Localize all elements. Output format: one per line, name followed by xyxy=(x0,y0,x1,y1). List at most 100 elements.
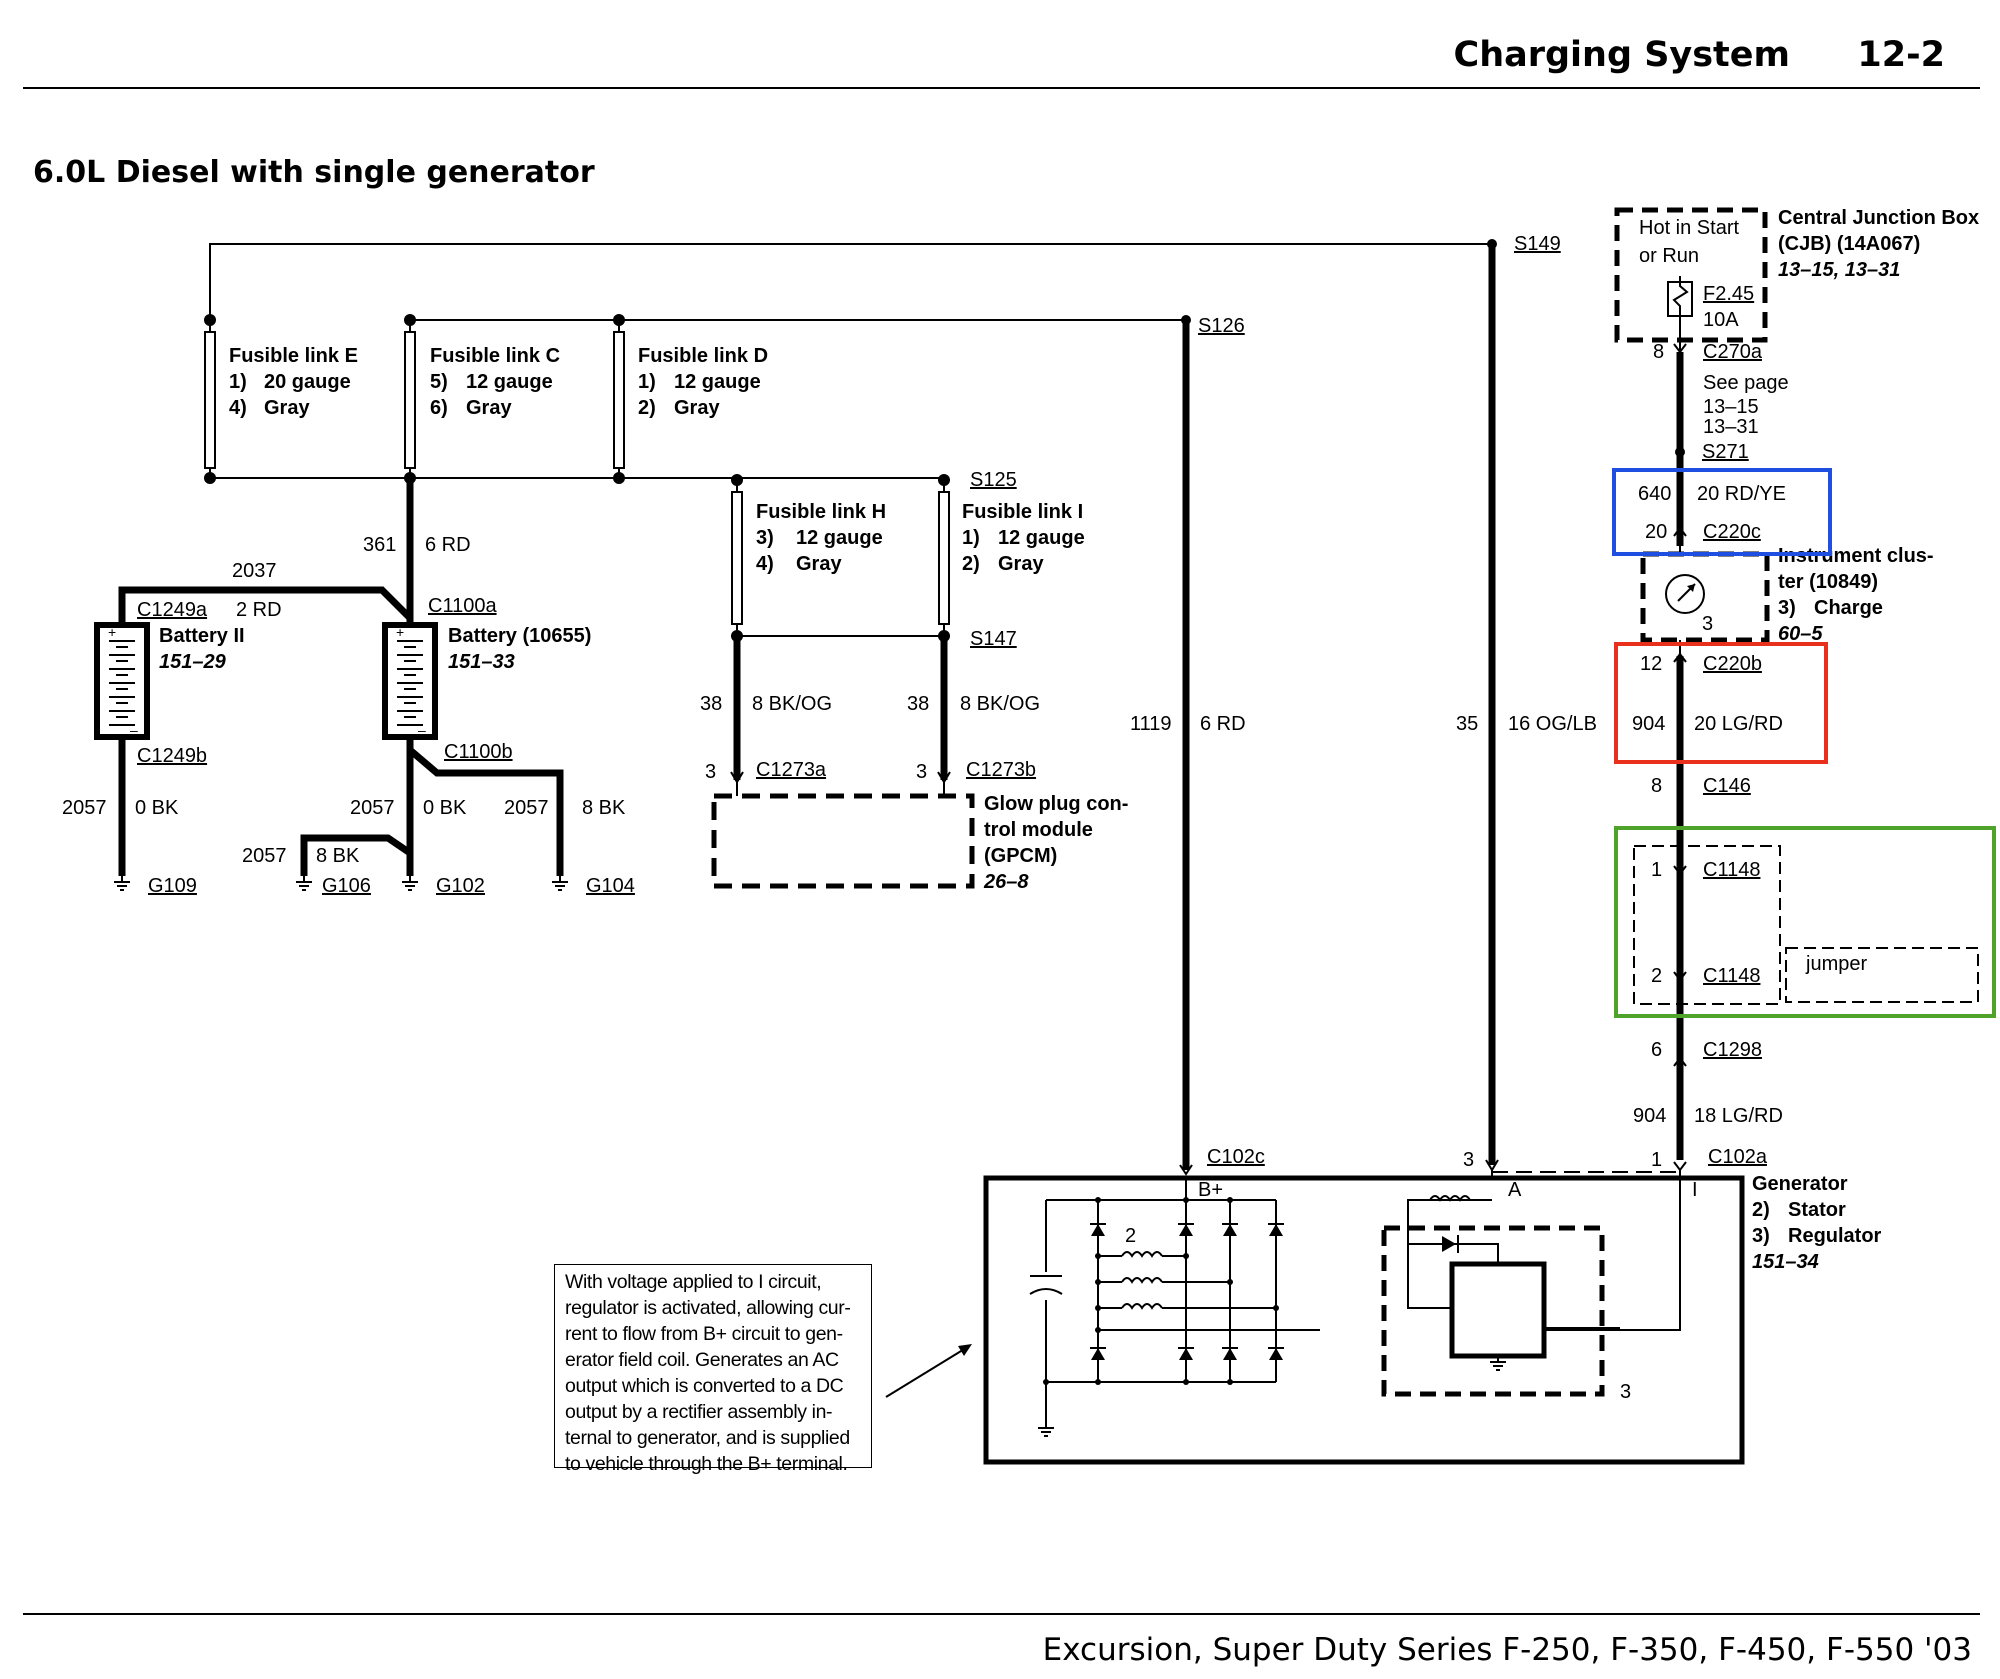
fusible_links-d-l1n-label: 1) xyxy=(638,371,656,393)
gpcm-wiring xyxy=(730,636,951,796)
wires-w2057_g104-circuit-label: 2057 xyxy=(504,797,549,819)
fusible-link-i-label: Fusible link I 1)12 gauge 2)Gray xyxy=(962,501,1085,575)
fusible_links-i-title-label: Fusible link I xyxy=(962,501,1083,523)
highlight-green xyxy=(1614,826,1996,1018)
wires-w1119-circuit-label: 1119 xyxy=(1130,713,1172,735)
fusible-link-h-label: Fusible link H 3)12 gauge 4)Gray xyxy=(756,501,886,575)
footer-text: Excursion, Super Duty Series F-250, F-35… xyxy=(1043,1632,1972,1668)
instrument-cluster: 3 Instrument clus- ter (10849) 3)Charge … xyxy=(1640,545,1934,645)
wire-35 xyxy=(1485,244,1499,1178)
splices-s126-label: S126 xyxy=(1198,315,1245,337)
gpcm-l1-label: Glow plug con- xyxy=(984,793,1128,815)
fusible_links-i-l2n-label: 2) xyxy=(962,553,980,575)
fusible_links-h-l2n-label: 4) xyxy=(756,553,774,575)
wires-w2057_g104-color-label: 8 BK xyxy=(582,797,626,819)
wires-w35-circuit-label: 35 xyxy=(1456,713,1478,735)
fusible-link-i xyxy=(938,480,950,636)
top-bus xyxy=(209,243,1492,637)
pins-c102a-label: 1 xyxy=(1651,1149,1662,1171)
cluster-pin-label: 3 xyxy=(1702,613,1713,635)
connectors-c1100b-label: C1100b xyxy=(444,741,513,763)
wires-w361-circuit-label: 361 xyxy=(363,534,396,556)
connectors-c102a-label: C102a xyxy=(1708,1146,1768,1168)
wires-w2037-circuit-label: 2037 xyxy=(232,560,277,582)
generator-l3-label: Regulator xyxy=(1788,1225,1882,1247)
splice-labels: S149 S126 S125 S147 S271 xyxy=(970,233,1749,650)
connectors-c146-label: C146 xyxy=(1703,775,1751,797)
connectors-c220b-label: C220b xyxy=(1703,653,1762,675)
fusible-link-e-label: Fusible link E 1)20 gauge 4)Gray xyxy=(229,345,358,419)
connectors-c1148a-label: C1148 xyxy=(1703,859,1760,881)
pins-c1148a-label: 1 xyxy=(1651,859,1662,881)
note-arrow xyxy=(885,1344,972,1398)
pins-c270a-label: 8 xyxy=(1653,341,1664,363)
rectifier-diodes: 2 xyxy=(1037,1197,1285,1437)
battery-main xyxy=(385,624,435,738)
splices-s271-label: S271 xyxy=(1702,441,1749,463)
right-wire-lower xyxy=(1673,640,1687,1178)
generator-a-label: A xyxy=(1508,1179,1522,1201)
wires-w35-color-label: 16 OG/LB xyxy=(1508,713,1597,735)
connectors-c1100a-label: C1100a xyxy=(428,595,497,617)
fusible_links-c-l2n-label: 6) xyxy=(430,397,448,419)
note-box: With voltage applied to I circuit, regul… xyxy=(554,1264,872,1475)
connectors-c1249a-label: C1249a xyxy=(137,599,208,621)
note-line: regulator is activated, allowing cur- xyxy=(565,1297,851,1319)
cjb-fuse-label: F2.45 xyxy=(1703,283,1754,305)
cluster-ref-label: 60–5 xyxy=(1778,623,1823,645)
battery-labels: 2037 2 RD 361 6 RD C1249a C1100a Battery… xyxy=(62,534,626,867)
fusible_links-e-l2n-label: 4) xyxy=(229,397,247,419)
ground-g106: G106 xyxy=(295,875,371,897)
generator-stator_num-label: 2 xyxy=(1125,1225,1136,1247)
right-wire-upper xyxy=(1673,322,1687,546)
wires-w2057_g109-circuit-label: 2057 xyxy=(62,797,107,819)
generator-name-label: Generator xyxy=(1752,1173,1848,1195)
grounds-g106-label: G106 xyxy=(322,875,371,897)
fusible_links-i-l1n-label: 1) xyxy=(962,527,980,549)
cjb-box: Hot in Start or Run F2.45 10A Central Ju… xyxy=(1614,207,1979,343)
gpcm-ref-label: 26–8 xyxy=(983,871,1029,893)
pins-c1273a-label: 3 xyxy=(705,761,716,783)
note-line: With voltage applied to I circuit, xyxy=(565,1271,822,1293)
connectors-c1273b-label: C1273b xyxy=(966,759,1036,781)
note-line: erator field coil. Generates an AC xyxy=(565,1349,839,1371)
see_page-l2-label: 13–15 xyxy=(1703,396,1759,418)
highlight-blue xyxy=(1612,468,1832,556)
wires-w2057_g106-color-label: 8 BK xyxy=(316,845,360,867)
fusible-link-c-label: Fusible link C 5)12 gauge 6)Gray xyxy=(430,345,560,419)
connectors-c220c-label: C220c xyxy=(1703,521,1761,543)
pins-c1273b-label: 3 xyxy=(916,761,927,783)
section-subtitle: 6.0L Diesel with single generator xyxy=(33,155,595,190)
pins-c1148b-label: 2 xyxy=(1651,965,1662,987)
fusible-link-e xyxy=(204,320,216,478)
generator-bplus-label: B+ xyxy=(1198,1179,1223,1201)
pins-c146-label: 8 xyxy=(1651,775,1662,797)
wires-w904a-color-label: 20 LG/RD xyxy=(1694,713,1783,735)
cjb-inner1-label: Hot in Start xyxy=(1639,217,1739,239)
see_page-l3-label: 13–31 xyxy=(1703,416,1759,438)
fusible_links-i-l1-label: 12 gauge xyxy=(998,527,1085,549)
jumper-label: jumper xyxy=(1805,953,1867,975)
fusible_links-d-title-label: Fusible link D xyxy=(638,345,768,367)
cluster-l3-label: Charge xyxy=(1814,597,1883,619)
pins-c220c-label: 20 xyxy=(1645,521,1667,543)
splices-s125-label: S125 xyxy=(970,469,1017,491)
cjb-name1-label: Central Junction Box xyxy=(1778,207,1979,229)
wires-w2037-color-label: 2 RD xyxy=(236,599,282,621)
fusible_links-c-l1-label: 12 gauge xyxy=(466,371,553,393)
generator-reg_num-label: 3 xyxy=(1620,1381,1631,1403)
right-upper-labels: 8 C270a See page 13–15 13–31 640 20 RD/Y… xyxy=(1638,341,1789,543)
note-line: to vehicle through the B+ terminal. xyxy=(565,1453,848,1475)
pins-c1298-label: 6 xyxy=(1651,1039,1662,1061)
wire-1119 xyxy=(1179,320,1193,1176)
wires-w2057_g106-circuit-label: 2057 xyxy=(242,845,287,867)
jumper: jumper xyxy=(1633,845,1979,1005)
ground-g109: G109 xyxy=(113,875,197,897)
wires-w904b-color-label: 18 LG/RD xyxy=(1694,1105,1783,1127)
cjb-amps-label: 10A xyxy=(1703,309,1739,331)
wires-w1119-color-label: 6 RD xyxy=(1200,713,1246,735)
batteries-b1-name-label: Battery (10655) xyxy=(448,625,591,647)
wires-w640-color-label: 20 RD/YE xyxy=(1697,483,1786,505)
middle-wire-labels: 1119 6 RD 35 16 OG/LB C102c 3 xyxy=(1130,713,1597,1171)
